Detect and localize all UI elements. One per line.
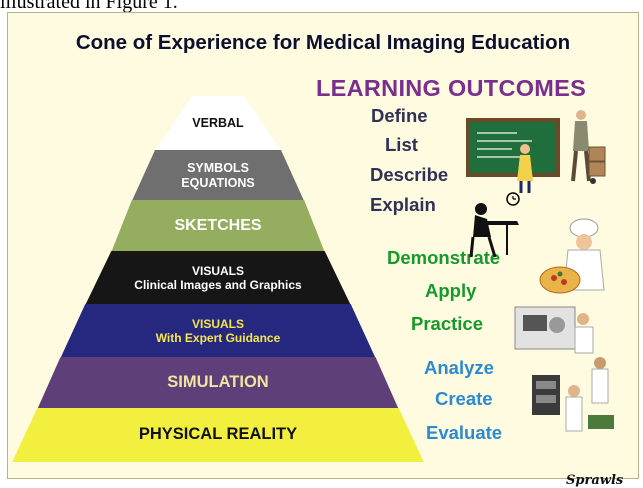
pyramid-layer-label: With Expert Guidance [155, 331, 281, 345]
chalkboard-teacher-illustration [466, 118, 560, 193]
outcome-explain: Explain [370, 194, 436, 215]
outcome-create: Create [435, 388, 493, 409]
microscope-illustration [514, 306, 594, 354]
pyramid-layer-label: VERBAL [192, 116, 244, 130]
delivery-person-illustration [571, 110, 606, 184]
pyramid-layer-label: Clinical Images and Graphics [134, 278, 302, 292]
outcome-evaluate: Evaluate [426, 422, 503, 443]
outcome-analyze: Analyze [424, 357, 494, 378]
outcome-describe: Describe [370, 164, 449, 185]
pyramid-layer-label: VISUALS [191, 316, 244, 331]
pyramid-layer-label: SYMBOLS [187, 160, 249, 175]
chef-pizza-illustration [539, 218, 605, 294]
student-desk-illustration [469, 192, 520, 258]
figure-caption-fragment: illustrated in Figure 1. [0, 0, 178, 13]
pyramid-layer-verbal: VERBAL [155, 96, 281, 151]
diagram-title: Cone of Experience for Medical Imaging E… [75, 31, 571, 54]
learning-outcomes-heading: LEARNING OUTCOMES [316, 75, 587, 101]
outcome-practice: Practice [411, 313, 483, 334]
outcome-list: List [385, 134, 418, 155]
pyramid-layer-simulation: SIMULATION [37, 357, 399, 409]
outcome-define: Define [371, 105, 428, 126]
pyramid-layer-label: EQUATIONS [181, 175, 255, 190]
author-signature: Sprawls [566, 473, 624, 488]
scientists-lab-illustration [532, 357, 614, 432]
diagram-panel: Cone of Experience for Medical Imaging E… [7, 12, 639, 488]
pyramid-layer-label: PHYSICAL REALITY [138, 425, 298, 444]
pyramid-layer-sketches: SKETCHES [111, 200, 325, 252]
pyramid-layer-physical-reality: PHYSICAL REALITY [12, 408, 424, 462]
pyramid-layer-label: SIMULATION [167, 373, 269, 392]
outcome-apply: Apply [425, 280, 477, 301]
pyramid-layer-label: VISUALS [191, 263, 244, 278]
pyramid-layer-label: SKETCHES [174, 217, 262, 235]
